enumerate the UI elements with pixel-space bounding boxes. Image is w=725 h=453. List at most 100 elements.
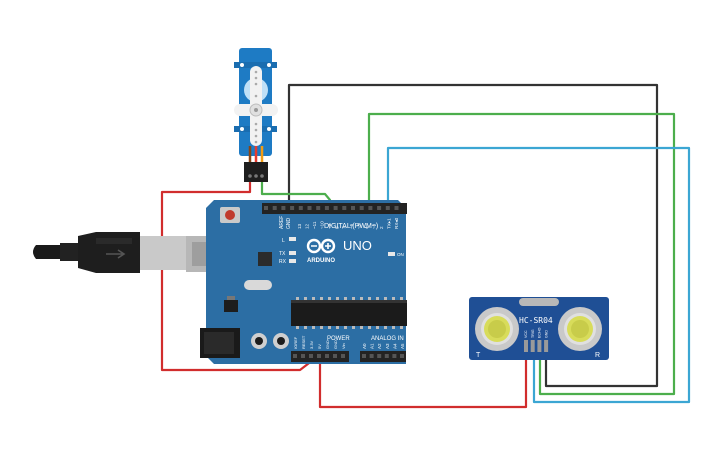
sensor-pin-label: TRIG bbox=[531, 329, 535, 338]
pin-hole[interactable] bbox=[309, 354, 313, 358]
led-rx-label: RX bbox=[279, 259, 287, 265]
digital-pin-holes bbox=[264, 206, 399, 210]
sensor-pin[interactable] bbox=[544, 340, 549, 352]
brand-label: ARDUINO bbox=[307, 258, 335, 264]
infinity-logo-icon bbox=[306, 238, 336, 254]
pin-hole[interactable] bbox=[301, 354, 305, 358]
pin-hole[interactable] bbox=[369, 354, 374, 358]
gnd-label: GND bbox=[286, 218, 292, 230]
power-pin-label: GND bbox=[333, 340, 338, 349]
digital-pin-label: RX◂0 bbox=[394, 217, 399, 229]
sensor-pin-label: GND bbox=[544, 330, 548, 338]
digital-pin-label: 2 bbox=[379, 226, 384, 229]
analog-pin-label: A2 bbox=[377, 343, 382, 349]
pin-hole[interactable] bbox=[264, 206, 268, 210]
digital-pin-label: ~10 bbox=[319, 221, 324, 229]
pin-hole[interactable] bbox=[272, 206, 277, 210]
pin-hole[interactable] bbox=[377, 206, 382, 210]
pin-hole[interactable] bbox=[400, 354, 404, 358]
servo-icon[interactable] bbox=[234, 48, 278, 182]
digital-pin-label: ~5 bbox=[357, 223, 362, 229]
pin-hole[interactable] bbox=[342, 206, 347, 210]
analog-pin-label: A1 bbox=[370, 343, 375, 349]
pin-hole[interactable] bbox=[316, 206, 321, 210]
digital-pin-label: ~3 bbox=[372, 223, 377, 229]
sensor-pin-label: ECHO bbox=[538, 327, 542, 338]
digital-pin-label: ~6 bbox=[349, 223, 354, 229]
crystal bbox=[244, 280, 272, 290]
atmega-chip bbox=[291, 297, 407, 329]
pin-hole[interactable] bbox=[333, 354, 337, 358]
power-pin-label: Vin bbox=[341, 343, 346, 349]
power-pin-label: GND bbox=[325, 340, 330, 349]
receiver-icon bbox=[558, 307, 602, 351]
sensor-mark-t: T bbox=[476, 352, 481, 359]
sensor-pin-label: VCC bbox=[524, 330, 528, 338]
power-pin-label: 5V bbox=[317, 344, 322, 349]
led-tx bbox=[289, 251, 296, 255]
pin-hole[interactable] bbox=[307, 206, 312, 210]
reset-button[interactable] bbox=[220, 207, 240, 223]
pin-hole[interactable] bbox=[293, 354, 297, 358]
pin-hole[interactable] bbox=[351, 206, 355, 210]
power-pin-label: RESET bbox=[301, 335, 306, 349]
sensor-pin[interactable] bbox=[530, 340, 535, 352]
pin-hole[interactable] bbox=[324, 206, 329, 210]
pin-hole[interactable] bbox=[341, 354, 345, 358]
bottom-pin-holes bbox=[293, 354, 404, 358]
pin-hole[interactable] bbox=[394, 206, 399, 210]
usb-chip bbox=[258, 252, 272, 266]
capacitors bbox=[251, 333, 289, 349]
pin-hole[interactable] bbox=[359, 206, 364, 210]
sensor-mark-r: R bbox=[595, 352, 600, 359]
on-label: ON bbox=[397, 252, 404, 257]
pin-hole[interactable] bbox=[362, 354, 366, 358]
digital-pin-label: 13 bbox=[297, 223, 302, 229]
led-tx-label: TX bbox=[279, 251, 286, 257]
pin-hole[interactable] bbox=[368, 206, 373, 210]
power-label: POWER bbox=[327, 336, 350, 342]
pin-hole[interactable] bbox=[325, 354, 329, 358]
pin-hole[interactable] bbox=[384, 354, 389, 358]
led-l-label: L bbox=[282, 238, 285, 244]
pin-hole[interactable] bbox=[333, 206, 338, 210]
wire-red-servo[interactable] bbox=[160, 180, 328, 372]
pin-hole[interactable] bbox=[377, 354, 382, 358]
digital-pin-label: 12 bbox=[304, 223, 309, 229]
pin-hole[interactable] bbox=[317, 354, 321, 358]
usb-cable-icon bbox=[33, 232, 236, 273]
pin-hole[interactable] bbox=[281, 206, 286, 210]
pin-hole[interactable] bbox=[298, 206, 303, 210]
pin-hole[interactable] bbox=[385, 206, 390, 210]
digital-pin-label: 7 bbox=[342, 226, 347, 229]
digital-pin-label: 8 bbox=[334, 226, 339, 229]
sensor-pin[interactable] bbox=[537, 340, 542, 352]
regulator bbox=[224, 300, 238, 312]
analog-pin-label: A0 bbox=[362, 343, 367, 349]
digital-pin-label: ~9 bbox=[327, 223, 332, 229]
digital-pin-label: 4 bbox=[364, 226, 369, 229]
model-label: UNO bbox=[343, 238, 372, 253]
power-pin-label: IOREF bbox=[293, 336, 298, 349]
pin-hole[interactable] bbox=[290, 206, 295, 210]
analog-label: ANALOG IN bbox=[371, 336, 404, 342]
wire-black-gnd[interactable] bbox=[287, 83, 659, 388]
aref-label: AREF bbox=[279, 216, 285, 229]
power-pin-label: 3.3V bbox=[309, 340, 314, 349]
digital-pin-label: ~11 bbox=[312, 221, 317, 229]
servo-connector bbox=[244, 162, 268, 182]
sensor-name: HC-SR04 bbox=[519, 316, 553, 325]
analog-pin-label: A5 bbox=[400, 343, 405, 349]
digital-pin-label: TX▸1 bbox=[386, 218, 391, 229]
wire-blue-trig[interactable] bbox=[381, 146, 691, 404]
sensor-pin[interactable] bbox=[524, 340, 528, 352]
pin-hole[interactable] bbox=[392, 354, 397, 358]
dc-power-jack bbox=[200, 328, 240, 358]
